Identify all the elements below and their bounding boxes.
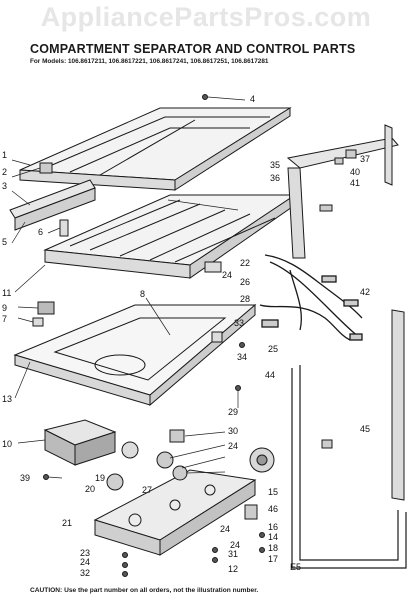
- callout-24: 24: [220, 524, 230, 534]
- callout-21: 21: [62, 518, 72, 528]
- callout-33: 33: [234, 318, 244, 328]
- callout-24: 24: [222, 270, 232, 280]
- callout-2: 2: [2, 167, 7, 177]
- callout-16: 16: [268, 522, 278, 532]
- callout-48: 48: [0, 0, 10, 2]
- callout-36: 36: [270, 173, 280, 183]
- callout-26: 26: [240, 277, 250, 287]
- leader-lines: [11, 96, 246, 479]
- callout-17: 17: [268, 554, 278, 564]
- callout-40: 40: [350, 167, 360, 177]
- callout-35: 35: [270, 160, 280, 170]
- callout-5: 5: [2, 237, 7, 247]
- callout-27: 27: [142, 485, 152, 495]
- callout-39: 39: [20, 473, 30, 483]
- clip-parts: [319, 149, 357, 449]
- callout-34: 34: [237, 352, 247, 362]
- callout-8: 8: [140, 289, 145, 299]
- callout-42: 42: [360, 287, 370, 297]
- control-bracket-part: [93, 469, 257, 556]
- trim-strip-part: [286, 137, 399, 259]
- callout-24: 24: [230, 540, 240, 550]
- diagram-title: COMPARTMENT SEPARATOR AND CONTROL PARTS: [30, 42, 356, 56]
- callout-6: 6: [38, 227, 43, 237]
- separator-cover-part: [19, 107, 292, 191]
- callout-labels: 1234567891011121314151617181920212223242…: [0, 0, 370, 578]
- callout-30: 30: [228, 426, 238, 436]
- shelf-part: [43, 194, 297, 279]
- callout-37: 37: [360, 154, 370, 164]
- callout-32: 32: [80, 568, 90, 578]
- callout-44: 44: [265, 370, 275, 380]
- side-rail-part: [9, 179, 96, 231]
- callout-3: 3: [2, 181, 7, 191]
- callout-12: 12: [228, 564, 238, 574]
- screw-parts: [43, 94, 265, 577]
- gasket-strip-part: [384, 124, 405, 501]
- callout-23: 23: [80, 548, 90, 558]
- callout-13: 13: [2, 394, 12, 404]
- diagram-code: E5: [290, 562, 301, 572]
- callout-22: 22: [240, 258, 250, 268]
- wire-harness-part: [259, 254, 363, 341]
- model-numbers: For Models: 106.8617211, 106.8617221, 10…: [30, 58, 269, 65]
- callout-28: 28: [240, 294, 250, 304]
- callout-20: 20: [85, 484, 95, 494]
- callout-25: 25: [268, 344, 278, 354]
- callout-10: 10: [2, 439, 12, 449]
- callout-49: 49: [0, 0, 10, 2]
- callout-9: 9: [2, 303, 7, 313]
- callout-19: 19: [95, 473, 105, 483]
- callout-24: 24: [228, 441, 238, 451]
- callout-31: 31: [228, 549, 238, 559]
- caution-note: CAUTION: Use the part number on all orde…: [30, 587, 259, 594]
- callout-45: 45: [360, 424, 370, 434]
- callout-29: 29: [228, 407, 238, 417]
- callout-4: 4: [250, 94, 255, 104]
- bottom-frame-part: [13, 303, 257, 407]
- callout-15: 15: [268, 487, 278, 497]
- callout-18: 18: [268, 543, 278, 553]
- small-component-parts: [32, 162, 258, 520]
- callout-24: 24: [80, 557, 90, 567]
- watermark-logo: AppliancePartsPros.com: [40, 2, 372, 32]
- gasket-u-part: [291, 365, 407, 569]
- callout-7: 7: [2, 314, 7, 324]
- callout-47: 47: [0, 0, 10, 2]
- callout-11: 11: [2, 288, 11, 298]
- callout-41: 41: [350, 178, 360, 188]
- callout-14: 14: [268, 532, 278, 542]
- callout-46: 46: [268, 504, 278, 514]
- control-housing-part: [43, 419, 117, 466]
- callout-1: 1: [2, 150, 7, 160]
- knob-parts: [106, 441, 275, 491]
